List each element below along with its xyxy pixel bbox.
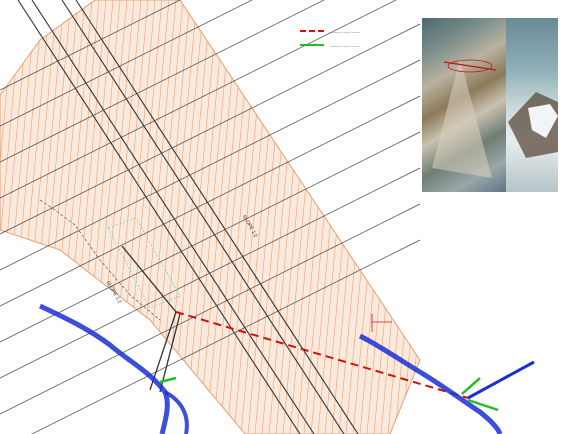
pipe-upper	[121, 245, 177, 313]
cross-section-lines	[0, 0, 421, 434]
survey-boundary	[39, 199, 161, 321]
green-arrow-lower	[467, 398, 499, 412]
road-edge-left	[17, 0, 301, 434]
legend-label: ——— —— ——	[330, 42, 361, 48]
road-edge-right	[75, 0, 359, 434]
green-flow-arrows	[159, 376, 499, 412]
cross-section-line	[0, 167, 421, 379]
blue-flow-arrow	[467, 360, 535, 400]
aerial-marker-line	[443, 61, 497, 71]
oblique-photo	[506, 18, 558, 192]
legend: ——— —— —— ——— —— ——	[300, 24, 400, 54]
proposed-alignment-line	[175, 311, 469, 399]
stream-left	[38, 303, 170, 434]
hatch-line	[191, 0, 233, 434]
hatch-line	[184, 0, 226, 434]
legend-item-proposed: ——— —— ——	[300, 24, 400, 38]
aerial-ridge-shape	[432, 58, 492, 178]
oblique-photo-overlay	[508, 92, 558, 158]
stream-left-branch	[164, 390, 189, 434]
cross-section-line	[0, 203, 421, 415]
legend-swatch-red-dashed	[300, 30, 324, 32]
aerial-photo-overlay	[432, 58, 497, 178]
legend-swatch-green	[300, 44, 324, 46]
oblique-snow-shape	[528, 104, 558, 138]
stream-right	[358, 333, 503, 434]
cross-section-line	[0, 0, 325, 163]
catch-basin-outline	[107, 217, 181, 309]
hatch-line	[0, 0, 30, 434]
green-arrow-left	[159, 376, 177, 384]
hydrant-marker	[371, 314, 392, 332]
road-corridor	[17, 0, 359, 434]
cross-section-line	[0, 0, 397, 199]
pipe-lower-right	[159, 313, 181, 393]
road-edge-left-inner	[31, 0, 315, 434]
green-arrow-upper	[461, 377, 481, 395]
hatch-line	[408, 0, 420, 434]
cross-section-line	[0, 59, 421, 271]
cross-section-line	[31, 239, 421, 434]
road-edge-right-inner	[61, 0, 345, 434]
hatch-line	[401, 0, 420, 434]
cross-section-line	[0, 0, 253, 127]
legend-label: ——— —— ——	[330, 28, 361, 34]
cross-section-line	[0, 0, 181, 91]
aerial-marker-circle	[447, 59, 493, 73]
blue-arrow-shaft	[467, 360, 535, 400]
slope-band-area	[0, 0, 421, 434]
aerial-photo	[422, 18, 506, 192]
cross-section-line	[0, 95, 421, 307]
legend-item-existing: ——— —— ——	[300, 38, 400, 52]
cross-section-line	[0, 23, 421, 235]
cross-section-line	[0, 131, 421, 343]
